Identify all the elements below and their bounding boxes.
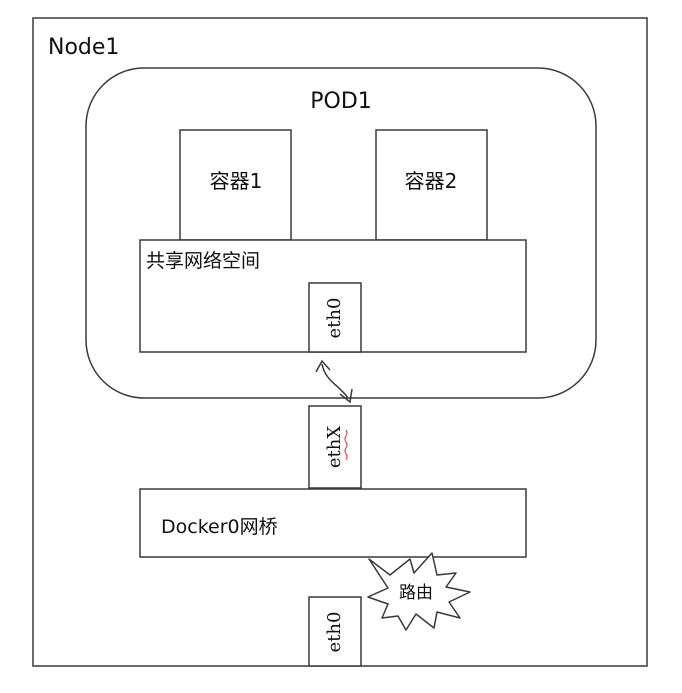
routing-label: 路由 — [399, 583, 433, 603]
node-eth0-label: eth0 — [324, 612, 345, 653]
pod-box — [85, 67, 597, 399]
node-label: Node1 — [48, 35, 119, 60]
container-1-box — [179, 129, 292, 241]
pod-eth0-box — [308, 282, 362, 353]
shared-network-label: 共享网络空间 — [146, 250, 260, 272]
routing-starburst — [367, 552, 471, 631]
ethx-box — [308, 405, 362, 489]
docker0-bridge-box — [139, 488, 527, 558]
veth-pair-connector — [321, 363, 349, 399]
node-eth0-box — [308, 596, 362, 667]
pod-eth0-label: eth0 — [324, 298, 345, 339]
docker0-bridge-label: Docker0网桥 — [161, 516, 278, 538]
connector-arrow-bottom — [339, 388, 353, 404]
spellcheck-squiggle — [344, 429, 348, 461]
container-2-label: 容器2 — [405, 169, 458, 193]
container-1-label: 容器1 — [210, 169, 263, 193]
connector-arrow-top — [315, 359, 331, 373]
ethx-label: ethX — [324, 426, 345, 468]
pod-label: POD1 — [310, 89, 372, 114]
